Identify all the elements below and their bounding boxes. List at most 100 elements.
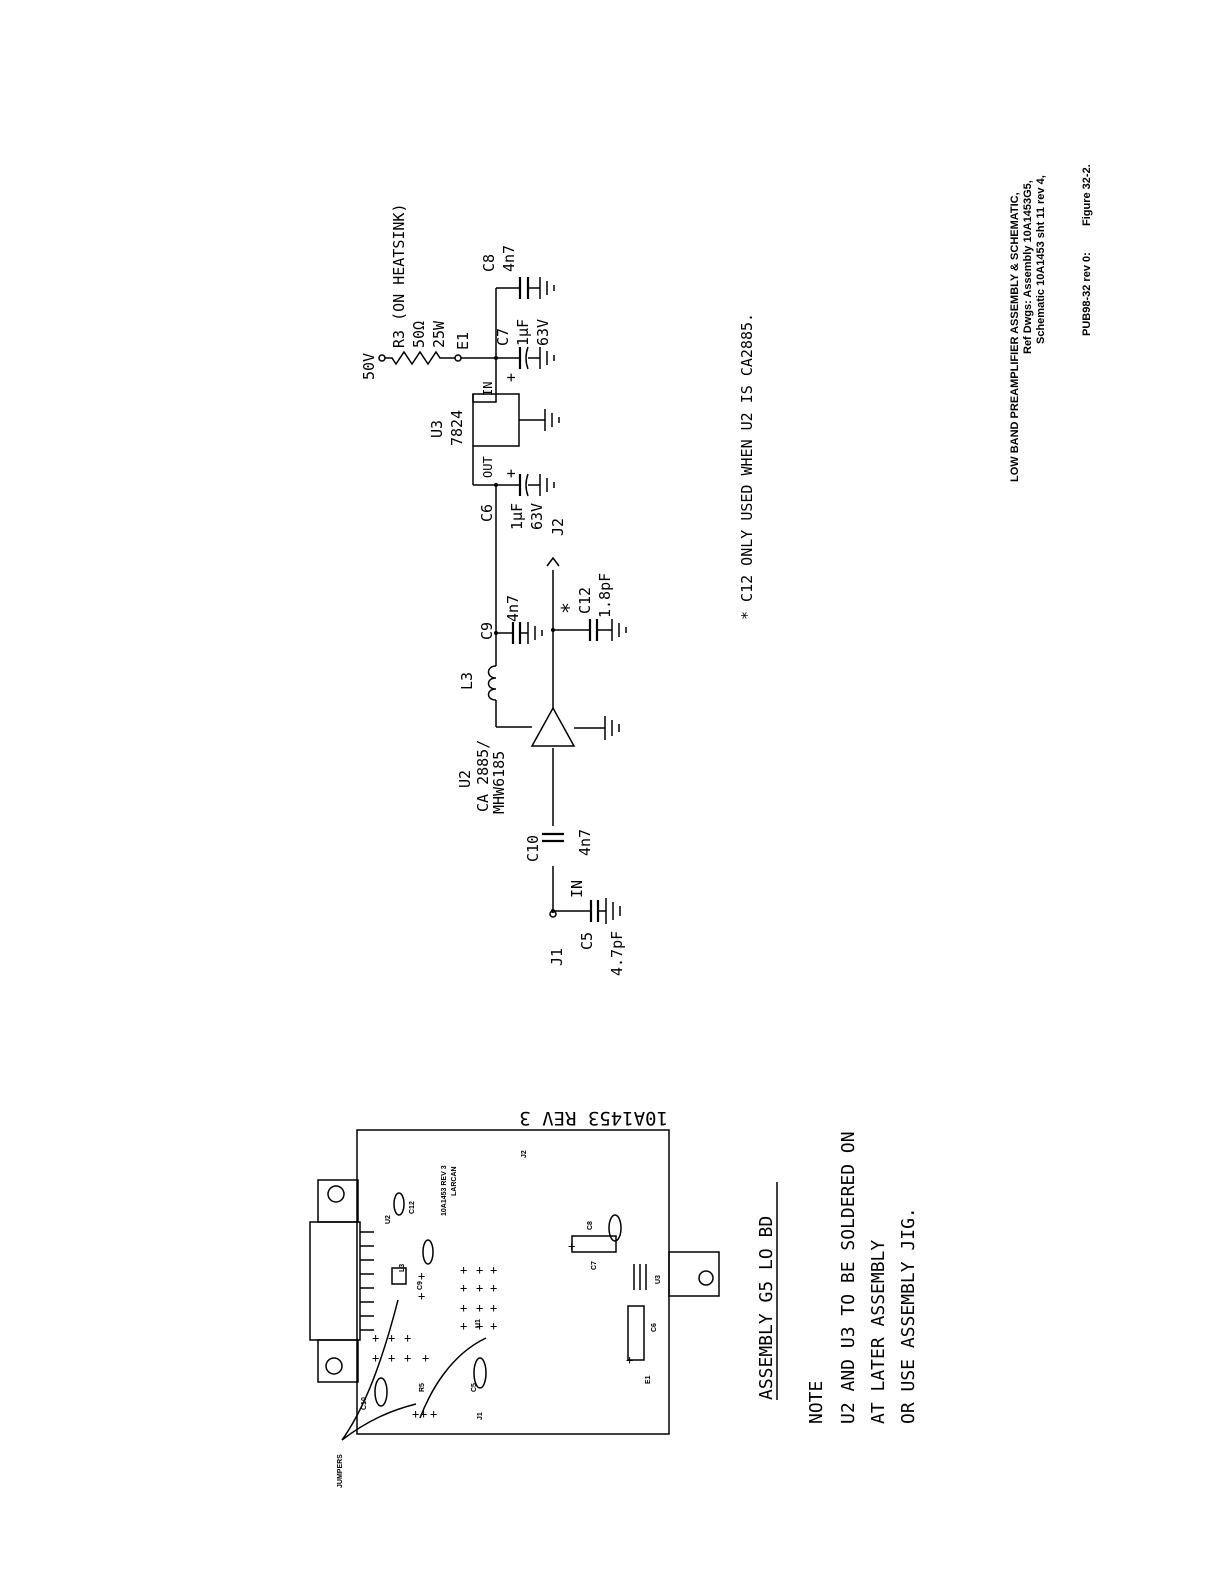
ref-r5: R5 [419,1383,426,1392]
ref-u2: U2 [385,1215,392,1224]
jumper-arrow [419,1337,487,1419]
mount-hole [327,1185,345,1203]
mount-hole [698,1270,714,1286]
r3-resistor [385,350,455,366]
label-c10-value: 4n7 [576,829,594,856]
c7-footprint [571,1235,617,1253]
label-c12-star: * [557,602,581,614]
ground-symbol [539,277,555,299]
c7-capacitor-curve [525,346,529,370]
u2-amplifier [530,706,576,747]
label-c7: C7 [494,328,512,346]
label-c6-voltage: 63V [528,503,546,530]
svg-text:+: + [418,1289,425,1303]
label-c5-value: 4.7pF [608,931,626,976]
c6-capacitor-curve [525,473,529,497]
svg-text:+: + [460,1263,467,1277]
c12-capacitor [588,619,599,641]
ground-symbol [527,622,543,644]
label-r3: R3 (ON HEATSINK) [390,204,408,349]
board-number: 10A1453 REV 3 [519,1107,668,1129]
jumpers-label: JUMPERS [337,1454,344,1488]
ref-c6: C6 [651,1323,658,1332]
label-u2: U2 [456,770,474,788]
ref-c7: C7 [591,1261,598,1270]
label-c9: C9 [478,622,496,640]
c10-capacitor [542,832,564,843]
c9-footprint [422,1239,434,1265]
svg-text:+: + [476,1319,483,1333]
label-u3-part: 7824 [448,410,466,446]
silkscreen-board-rev: 10A1453 REV 3 [441,1165,448,1216]
label-u2-part2: MHW6185 [490,751,508,814]
j2-arrow [546,556,560,567]
svg-text:+: + [490,1281,497,1295]
label-c10: C10 [524,835,542,862]
l3-footprint [391,1267,407,1285]
ref-j2: J2 [521,1150,528,1158]
ref-c12: C12 [409,1201,416,1214]
e1-terminal [454,354,462,362]
jumper-arrow [341,1299,399,1441]
title-line-3: Schematic 10A1453 sht 11 rev 4, [1035,175,1047,344]
label-r3-watt: 25W [430,320,448,348]
c12-footprint [393,1192,405,1216]
l3-inductor [487,665,497,701]
label-c6-value: 1µF [508,503,526,530]
pad-grid: ++++ +++ +++ +++ +++ +++ ++ +++ ++ [372,1239,633,1421]
svg-text:+: + [460,1319,467,1333]
c8-footprint [608,1214,622,1242]
figure-number: Figure 32-2. [1081,164,1093,226]
pcb-outline [356,1129,670,1435]
svg-text:+: + [420,1407,427,1421]
svg-text:+: + [404,1331,411,1345]
svg-text:+: + [412,1407,419,1421]
pub-number: PUB98-32 rev 0: [1081,252,1093,336]
svg-text:+: + [422,1351,429,1365]
svg-text:+: + [476,1301,483,1315]
rf-module [309,1221,361,1341]
note-line-1: U2 AND U3 TO BE SOLDERED ON [838,1131,859,1424]
ref-j1: J1 [477,1412,484,1420]
title-line-2: Ref Dwgs: Assembly 10A1453G5, [1022,180,1034,354]
c8-capacitor [518,277,530,299]
title-block: LOW BAND PREAMPLIFIER ASSEMBLY & SCHEMAT… [1009,164,1093,482]
ref-u3: U3 [655,1275,662,1284]
label-u3: U3 [428,420,446,438]
label-c8: C8 [480,254,498,272]
svg-text:+: + [568,1239,575,1253]
svg-text:+: + [418,1269,425,1283]
svg-text:+: + [626,1353,633,1367]
note-heading: NOTE [806,1381,827,1424]
label-c7-voltage: 63V [534,319,552,346]
label-c7-value: 1µF [514,319,532,346]
c6-footprint [627,1305,645,1361]
jumper-arrow [341,1403,417,1441]
ground-symbol [544,409,560,431]
label-c12: C12 [576,587,594,614]
label-c8-value: 4n7 [500,245,518,272]
svg-text:+: + [388,1331,395,1345]
note-line-3: OR USE ASSEMBLY JIG. [898,1207,919,1424]
assembly-title: ASSEMBLY G5 LO BD [756,1216,777,1400]
svg-text:+: + [404,1351,411,1365]
ground-symbol [611,619,627,641]
signal-wire [473,358,554,911]
mount-hole [325,1357,343,1375]
ref-c5: C5 [471,1383,478,1392]
svg-text:+: + [490,1319,497,1333]
label-j1: J1 [548,948,566,966]
svg-text:+: + [372,1331,379,1345]
label-e1: E1 [454,332,472,350]
label-r3-value: 50Ω [410,321,428,348]
ground-symbol [604,716,620,740]
title-line-1: LOW BAND PREAMPLIFIER ASSEMBLY & SCHEMAT… [1009,192,1021,482]
ref-c8: C8 [587,1221,594,1230]
label-u3-out: OUT [481,456,495,478]
label-c5-in: IN [568,880,586,898]
u3-footprint [633,1264,647,1290]
svg-text:+: + [388,1351,395,1365]
c5-capacitor [589,900,600,922]
label-c5: C5 [578,932,596,950]
u3-heatsink-tab [668,1251,720,1297]
